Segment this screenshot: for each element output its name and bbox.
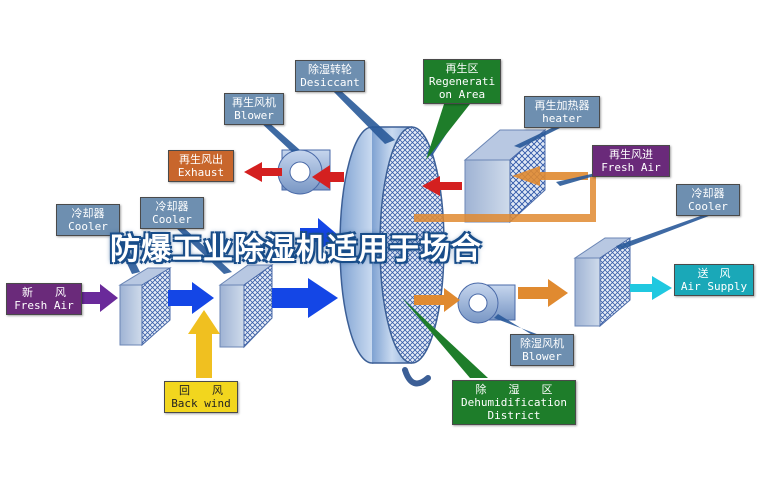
back-wind-label: 回 风 Back wind xyxy=(164,381,238,413)
fresh-air-label-cn: 新 风 xyxy=(22,286,66,299)
regen-exhaust-label-cn: 再生风出 xyxy=(179,153,223,166)
back-wind-label-en: Back wind xyxy=(171,397,231,410)
arrow-blower-out xyxy=(518,279,568,307)
regen-blower-label-cn: 再生风机 xyxy=(232,96,276,109)
regen-heater-label-cn: 再生加热器 xyxy=(534,99,590,112)
regen-blower-label-en: Blower xyxy=(234,109,274,122)
cooler-left-label-en: Cooler xyxy=(68,220,108,233)
dehum-district-label: 除 湿 区 Dehumidification District xyxy=(452,380,576,425)
regen-fresh-air-label: 再生风进 Fresh Air xyxy=(592,145,670,177)
regeneration-label-cn: 再生区 xyxy=(445,62,479,75)
desiccant-label-en: Desiccant xyxy=(300,76,360,89)
cooler-mid-label-cn: 冷却器 xyxy=(155,200,189,213)
cooler-mid-label: 冷却器 Cooler xyxy=(140,197,204,229)
dehum-district-callout xyxy=(402,298,488,378)
dehum-district-label-en1: Dehumidification xyxy=(461,396,567,409)
cooler-mid-label-en: Cooler xyxy=(152,213,192,226)
regeneration-area-label: 再生区 Regenerati on Area xyxy=(423,59,501,104)
air-supply-label-cn: 送 风 xyxy=(697,267,731,280)
cooler-left-label-cn: 冷却器 xyxy=(71,207,105,220)
cooler-right-label: 冷却器 Cooler xyxy=(676,184,740,216)
air-supply-label: 送 风 Air Supply xyxy=(674,264,754,296)
regen-fresh-air-label-en: Fresh Air xyxy=(601,161,661,174)
arrow-air-supply xyxy=(630,276,672,300)
arrow-blue-3 xyxy=(300,218,338,252)
regen-exhaust-label: 再生风出 Exhaust xyxy=(168,150,234,182)
cooler-left-unit xyxy=(118,267,172,347)
regen-heater-label: 再生加热器 heater xyxy=(524,96,600,128)
dehum-blower-label: 除湿风机 Blower xyxy=(510,334,574,366)
desiccant-label-cn: 除湿转轮 xyxy=(308,63,352,76)
arrow-dehum-out xyxy=(414,288,460,312)
arrow-regen-exhaust xyxy=(244,162,344,189)
dehum-district-label-cn: 除 湿 区 xyxy=(475,383,553,396)
regen-heater-label-en: heater xyxy=(542,112,582,125)
regen-fresh-air-label-cn: 再生风进 xyxy=(609,148,653,161)
dehum-blower-label-en: Blower xyxy=(522,350,562,363)
arrow-blue-2 xyxy=(272,278,338,318)
arrow-fresh-air xyxy=(68,284,118,312)
regeneration-label-en2: on Area xyxy=(438,88,486,101)
regen-blower-label: 再生风机 Blower xyxy=(224,93,284,125)
regen-exhaust-label-en: Exhaust xyxy=(177,166,225,179)
cooler-right-unit xyxy=(573,237,632,328)
air-supply-label-en: Air Supply xyxy=(680,280,748,293)
dehum-blower-label-cn: 除湿风机 xyxy=(520,337,564,350)
arrow-regen-in xyxy=(414,166,596,222)
cooler-mid-unit xyxy=(218,264,274,349)
arrow-back-wind xyxy=(188,310,220,378)
fresh-air-label: 新 风 Fresh Air xyxy=(6,283,82,315)
cooler-right-label-cn: 冷却器 xyxy=(691,187,725,200)
dehum-district-label-en2: District xyxy=(487,409,541,422)
heater-unit xyxy=(463,128,547,224)
regen-area-callout xyxy=(426,104,470,160)
dehum-blower-fan xyxy=(457,282,516,324)
back-wind-label-cn: 回 风 xyxy=(179,384,223,397)
regeneration-label-en1: Regenerati xyxy=(428,75,496,88)
cooler-right-label-en: Cooler xyxy=(688,200,728,213)
fresh-air-label-en: Fresh Air xyxy=(14,299,74,312)
arrow-regen-return xyxy=(422,176,462,196)
arrow-blue-1 xyxy=(168,282,214,314)
cooler-left-label: 冷却器 Cooler xyxy=(56,204,120,236)
headline-watermark: 防爆工业除湿机适用于场合 xyxy=(110,232,482,267)
desiccant-label: 除湿转轮 Desiccant xyxy=(295,60,365,92)
